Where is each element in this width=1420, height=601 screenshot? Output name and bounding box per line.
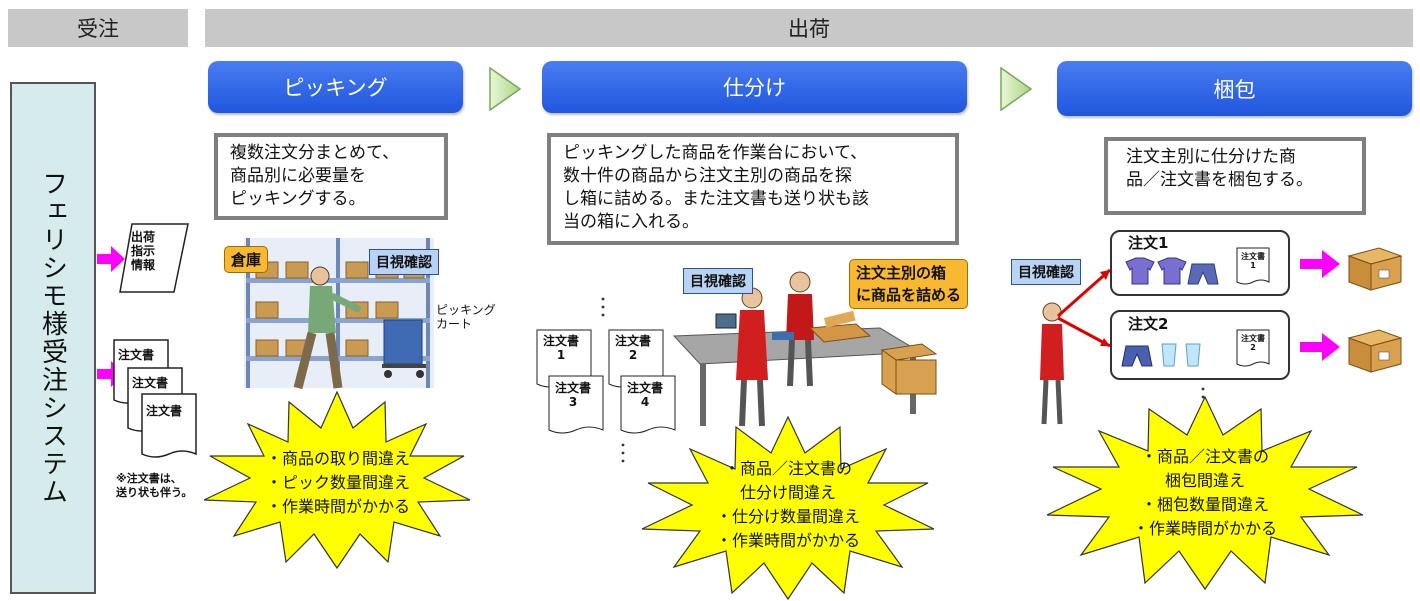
arrow-right-icon (1300, 333, 1340, 361)
problem-burst-packing (1046, 395, 1364, 591)
order-doc-note: ※注文書は、 送り状も伴う。 (116, 472, 193, 499)
sorting-illustration (672, 271, 938, 427)
picking-cart-label: ピッキング カート (436, 303, 496, 331)
ellipsis-icon (621, 443, 625, 463)
visual-check-label: 目視確認 (1011, 259, 1081, 285)
packer-illustration (1040, 268, 1111, 425)
order-2-items (1121, 343, 1201, 367)
packed-box-icon (1347, 329, 1403, 373)
sorting-doc-3: 注文書 3 (555, 381, 592, 409)
order-1-doc-label: 注文書 1 (1241, 252, 1265, 270)
sorting-doc-2: 注文書 2 (615, 334, 652, 362)
order-1-doc (1236, 247, 1270, 285)
problem-burst-picking (203, 390, 471, 570)
order-2-doc-label: 注文書 2 (1241, 334, 1265, 352)
order-doc-label-2: 注文書 (132, 376, 169, 390)
arrow-right-icon (1300, 250, 1340, 278)
input-arrow-1 (97, 246, 125, 272)
problems-picking: ・商品の取り間違え ・ピック数量間違え ・作業時間がかかる (265, 449, 410, 516)
ellipsis-icon (601, 297, 605, 317)
warehouse-label: 倉庫 (224, 246, 269, 273)
picking-description: 複数注文分まとめて、 商品別に必要量を ピッキングする。 (214, 133, 448, 220)
problems-packing: ・商品／注文書の 梱包間違え ・梱包数量間違え ・作業時間がかかる (1132, 447, 1277, 538)
header-shipping: 出荷 (205, 9, 1413, 47)
order-doc-label-3: 注文書 (146, 404, 183, 418)
chevron-right-icon (489, 66, 522, 112)
order-doc-label-1: 注文書 (118, 348, 155, 362)
step-packing: 梱包 (1057, 61, 1412, 116)
sorting-doc-4: 注文書 4 (627, 381, 664, 409)
visual-check-label: 目視確認 (683, 268, 753, 294)
order-2-doc (1236, 329, 1270, 367)
visual-check-label: 目視確認 (369, 249, 439, 275)
order-system-box: フェリシモ様受注システム (10, 82, 96, 594)
shipping-instruction-text: 出荷 指示 情報 (131, 230, 156, 272)
order-doc-stack (113, 339, 197, 458)
packing-description: 注文主別に仕分けた商 品／注文書を梱包する。 (1104, 137, 1366, 215)
pack-by-customer-label: 注文主別の箱 に商品を詰める (849, 259, 969, 309)
problems-sorting: ・商品／注文書の 仕分け間違え ・仕分け数量間違え ・作業時間がかかる (715, 459, 860, 550)
order-2-label: 注文2 (1128, 315, 1169, 333)
problem-burst-sorting (641, 415, 935, 601)
step-sorting: 仕分け (542, 61, 967, 113)
step-picking: ピッキング (208, 61, 463, 113)
shipping-instruction-shape (119, 223, 189, 293)
order-1-items (1125, 257, 1219, 285)
sorting-doc-1: 注文書 1 (543, 334, 580, 362)
packed-box-icon (1347, 247, 1403, 291)
sorting-docs-shapes (536, 329, 676, 434)
order-system-label: フェリシモ様受注システム (37, 170, 68, 506)
header-received: 受注 (8, 9, 188, 47)
sorting-description: ピッキングした商品を作業台において、 数十件の商品から注文主別の商品を探 し箱に… (547, 133, 959, 245)
chevron-right-icon (1000, 66, 1033, 112)
order-1-label: 注文1 (1128, 234, 1169, 252)
